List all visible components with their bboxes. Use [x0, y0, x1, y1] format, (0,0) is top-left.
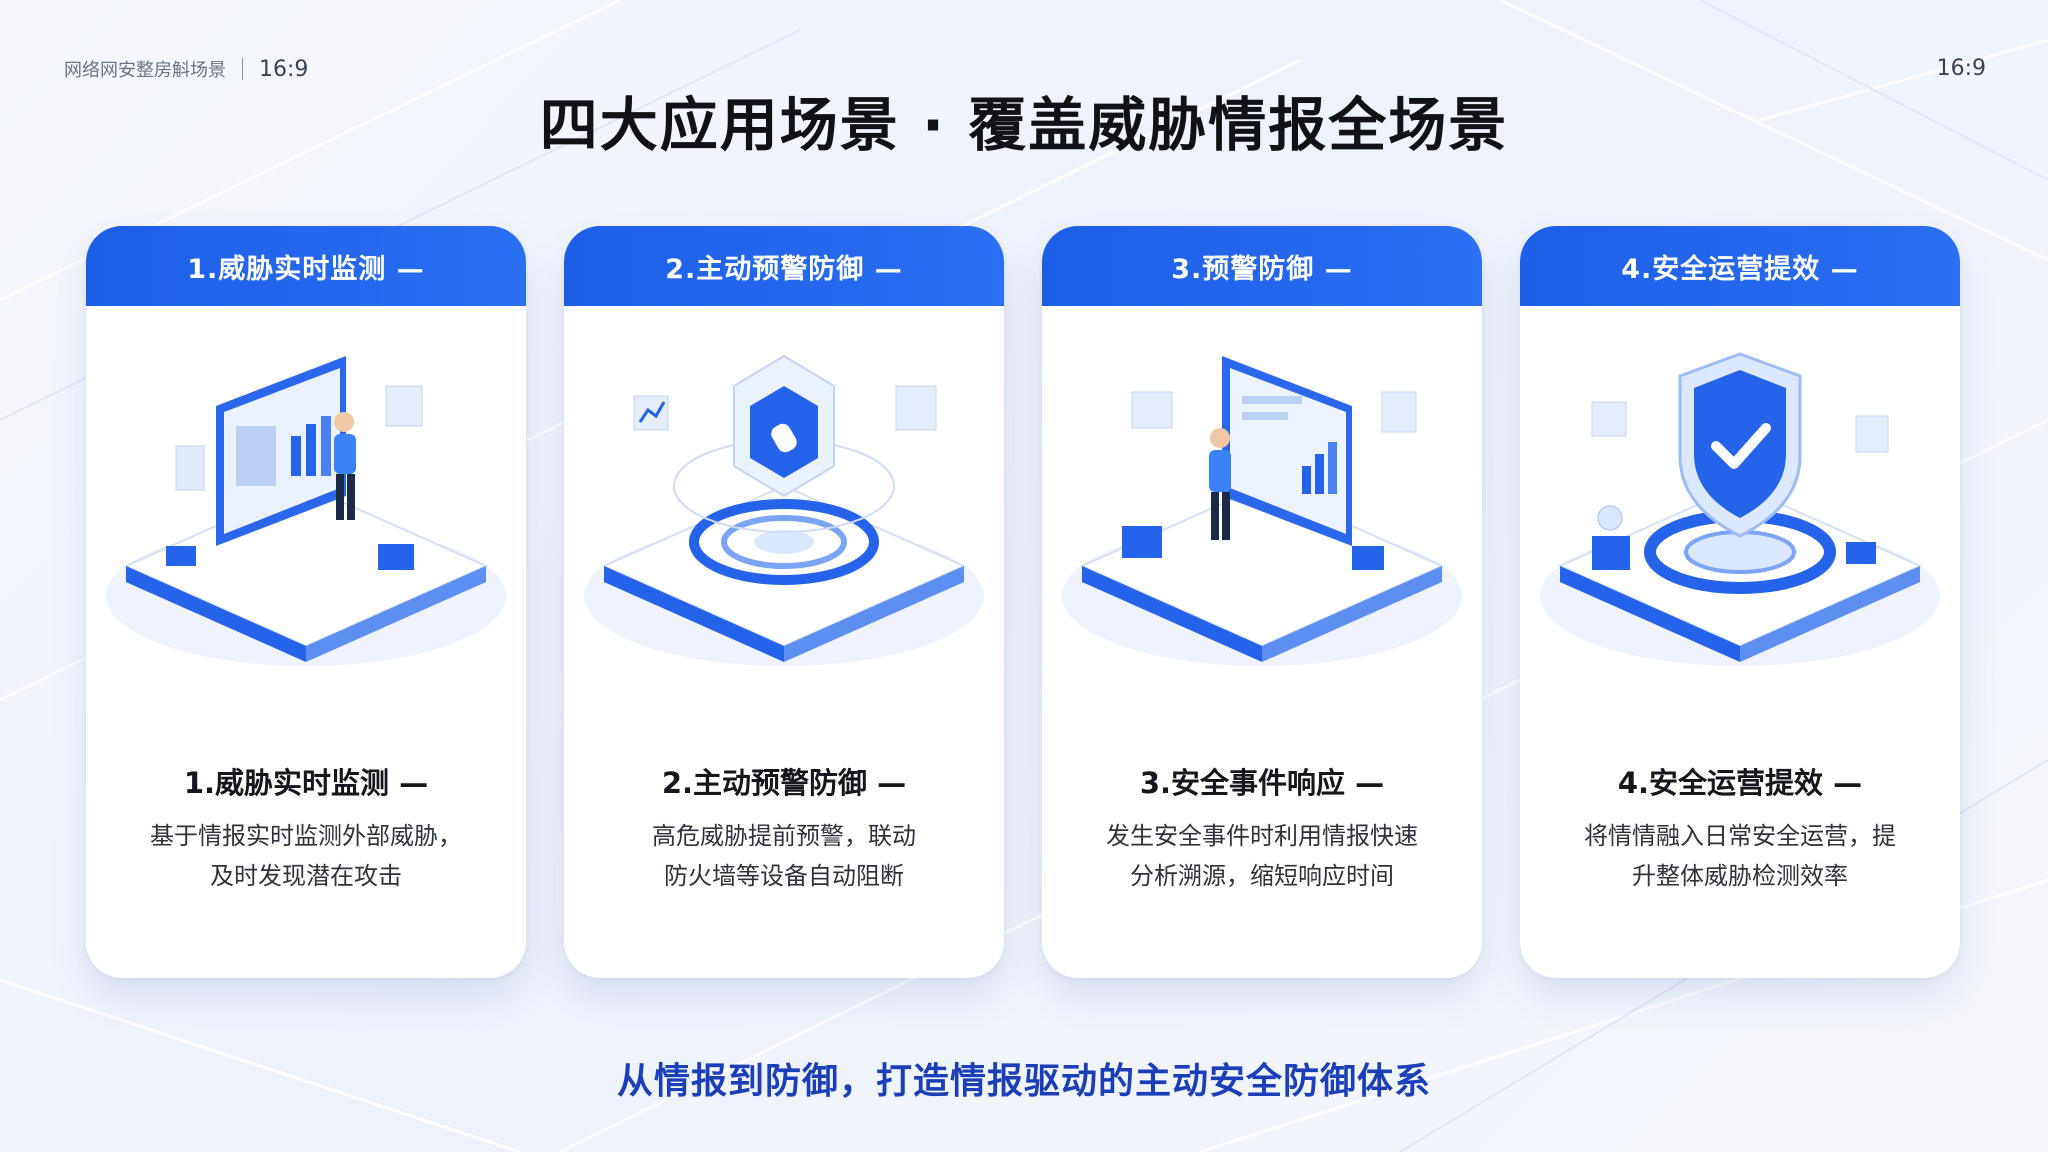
- card-description-line: 将情情融入日常安全运营，提: [1584, 822, 1896, 850]
- card-description: 基于情报实时监测外部威胁， 及时发现潜在攻击: [116, 816, 496, 896]
- card-description-line: 发生安全事件时利用情报快速: [1106, 822, 1418, 850]
- card-description: 高危威胁提前预警，联动 防火墙等设备自动阻断: [594, 816, 974, 896]
- top-bar-left: 网络网安整房斛场景 16:9: [64, 56, 308, 82]
- divider: [242, 58, 243, 80]
- card-header: 3.预警防御 —: [1042, 226, 1482, 306]
- footer-tagline: 从情报到防御，打造情报驱动的主动安全防御体系: [616, 1061, 1431, 1102]
- card-description-line: 升整体威胁检测效率: [1632, 862, 1848, 890]
- card-description-line: 高危威胁提前预警，联动: [652, 822, 916, 850]
- card-subtitle: 2.主动预警防御 —: [661, 766, 907, 800]
- scenario-card-2: 2.主动预警防御 — 2.主动预警防御 — 高危威胁提前预警，联动 防火墙等设备…: [564, 226, 1004, 978]
- aspect-ratio-label: 16:9: [259, 56, 309, 82]
- card-header: 2.主动预警防御 —: [564, 226, 1004, 306]
- card-description: 将情情融入日常安全运营，提 升整体威胁检测效率: [1550, 816, 1930, 896]
- card-subtitle: 1.威胁实时监测 —: [183, 766, 429, 800]
- page-title: 四大应用场景 · 覆盖威胁情报全场景: [539, 91, 1509, 159]
- card-description-line: 分析溯源，缩短响应时间: [1130, 862, 1394, 890]
- aspect-ratio-label-right: 16:9: [1936, 56, 1986, 81]
- scenario-card-1: 1.威胁实时监测 — 1.威胁实时监测 — 基于情报实时监测外部威胁， 及时发现…: [86, 226, 526, 978]
- card-header: 1.威胁实时监测 —: [86, 226, 526, 306]
- shield-check-illustration: [1540, 352, 1940, 666]
- deck-subtitle: 网络网安整房斛场景: [64, 60, 226, 81]
- scenario-card-4: 4.安全运营提效 — 4.安全运营提效 — 将情情融入日常安全运营，提 升整体威…: [1520, 226, 1960, 978]
- monitoring-illustration: [106, 356, 506, 666]
- analysis-illustration: [1062, 356, 1462, 666]
- card-header: 4.安全运营提效 —: [1520, 226, 1960, 306]
- card-subtitle: 4.安全运营提效 —: [1617, 766, 1863, 800]
- shield-block-illustration: [584, 354, 984, 666]
- card-description: 发生安全事件时利用情报快速 分析溯源，缩短响应时间: [1072, 816, 1452, 896]
- card-description-line: 及时发现潜在攻击: [210, 862, 402, 890]
- scenario-cards: 1.威胁实时监测 — 1.威胁实时监测 — 基于情报实时监测外部威胁， 及时发现…: [86, 226, 1960, 978]
- card-description-line: 防火墙等设备自动阻断: [664, 862, 904, 890]
- card-subtitle: 3.安全事件响应 —: [1139, 766, 1385, 800]
- card-description-line: 基于情报实时监测外部威胁，: [150, 822, 462, 850]
- scenario-card-3: 3.预警防御 — 3.安全事件响应 — 发生安全事件时利用情报快速 分析: [1042, 226, 1482, 978]
